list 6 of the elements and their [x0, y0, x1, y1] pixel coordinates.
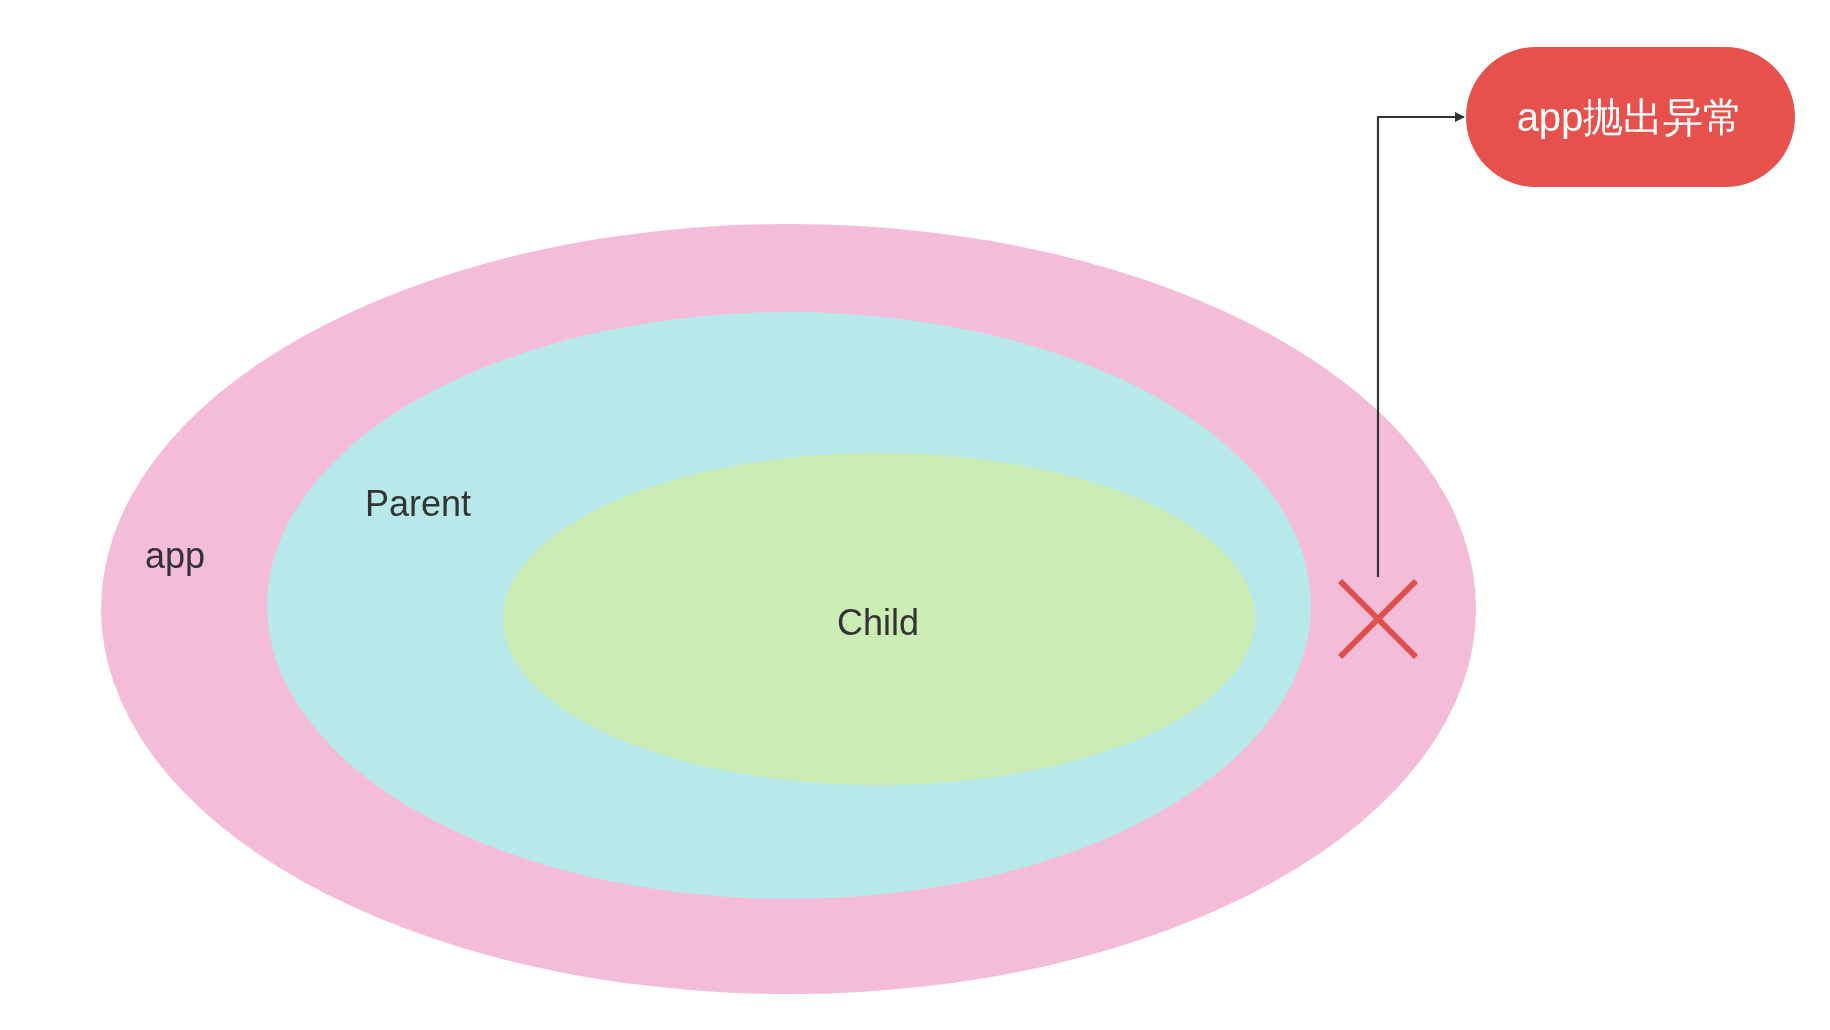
- region-label: app抛出异常: [1516, 93, 1744, 141]
- arrow: [1376, 112, 1465, 577]
- region-label: app: [144, 535, 206, 577]
- region-label: Child: [837, 602, 919, 644]
- region-label: Parent: [364, 483, 472, 525]
- cross-mark: [1336, 577, 1420, 661]
